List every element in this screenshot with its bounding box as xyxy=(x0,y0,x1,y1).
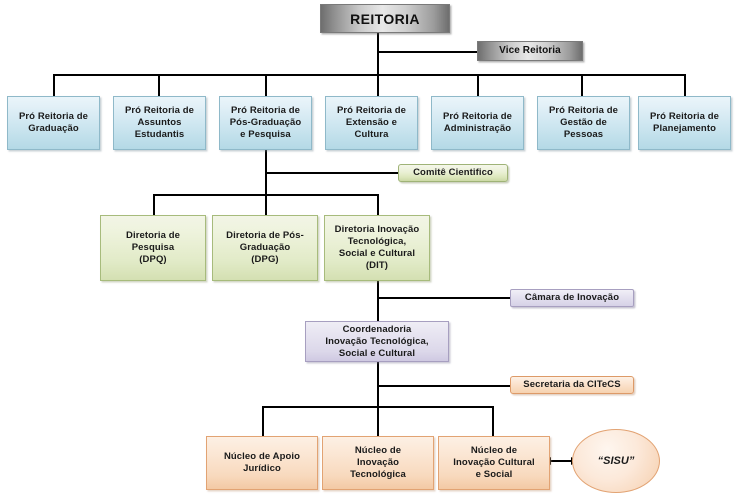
node-label-line1: Coordenadoria xyxy=(342,323,412,335)
node-nucleo-inovacao-cultural-social[interactable]: Núcleo de Inovação Cultural e Social xyxy=(438,436,550,490)
connector-pr3-to-comite xyxy=(265,172,398,174)
node-pro-reitoria-planejamento[interactable]: Pró Reitoria de Planejamento xyxy=(638,96,731,150)
connector-reitoria-stem xyxy=(377,33,379,75)
node-nucleo-inovacao-tecnologica[interactable]: Núcleo de Inovação Tecnológica xyxy=(322,436,434,490)
node-label-line2: Administração xyxy=(443,123,512,134)
node-reitoria-label: REITORIA xyxy=(350,10,420,27)
node-label-line3: e Social xyxy=(475,469,513,480)
node-coordenadoria[interactable]: Coordenadoria Inovação Tecnológica, Soci… xyxy=(305,321,449,362)
node-secretaria-citecs[interactable]: Secretaria da CITeCS xyxy=(510,376,634,394)
connector-drop-nuc1 xyxy=(262,406,264,436)
node-label-line1: Núcleo de xyxy=(354,445,402,456)
node-label-line3: Social e Cultural xyxy=(338,248,416,259)
node-label-line2: Graduação xyxy=(28,123,79,134)
node-label-line3: Social e Cultural xyxy=(338,347,416,359)
node-comite-label: Comitê Cientifico xyxy=(413,167,493,178)
connector-drop-pr3 xyxy=(265,74,267,96)
node-pro-reitoria-extensao-cultura[interactable]: Pró Reitoria de Extensão e Cultura xyxy=(325,96,418,150)
node-label-line3: (DPG) xyxy=(251,254,279,265)
node-label-line2: Planejamento xyxy=(653,123,716,134)
node-secretaria-label: Secretaria da CITeCS xyxy=(523,379,621,390)
node-label-line2: Inovação Cultural xyxy=(453,457,535,468)
node-label-line1: Pró Reitoria de xyxy=(442,111,513,122)
connector-nucleos-bus xyxy=(262,406,493,408)
node-label-line2: Assuntos xyxy=(137,117,182,128)
node-camara-label: Câmara de Inovação xyxy=(524,292,620,303)
connector-drop-pr1 xyxy=(53,74,55,96)
node-label-line1: Diretoria de Pós- xyxy=(226,230,304,241)
node-label-line1: Núcleo de Apoio xyxy=(223,451,301,462)
node-pro-reitoria-gestao-pessoas[interactable]: Pró Reitoria de Gestão de Pessoas xyxy=(537,96,630,150)
connector-drop-dpq xyxy=(153,194,155,215)
connector-drop-pr6 xyxy=(581,74,583,96)
connector-reitoria-to-vice xyxy=(377,51,477,53)
node-camara-inovacao[interactable]: Câmara de Inovação xyxy=(510,289,634,307)
node-label-line1: Núcleo de xyxy=(470,445,518,456)
node-label-line4: (DIT) xyxy=(365,260,389,271)
node-label-line3: e Pesquisa xyxy=(240,129,291,140)
node-nucleo-apoio-juridico[interactable]: Núcleo de Apoio Jurídico xyxy=(206,436,318,490)
node-sisu-label: “SISU” xyxy=(597,455,635,467)
node-label-line1: Pró Reitoria de xyxy=(124,105,195,116)
node-pro-reitoria-graduacao[interactable]: Pró Reitoria de Graduação xyxy=(7,96,100,150)
node-reitoria[interactable]: REITORIA xyxy=(320,4,450,33)
node-label-line1: Pró Reitoria de xyxy=(336,105,407,116)
connector-coord-stem xyxy=(377,362,379,436)
connector-drop-pr7 xyxy=(684,74,686,96)
node-label-line1: Pró Reitoria de xyxy=(548,105,619,116)
connector-diretorias-bus xyxy=(153,194,379,196)
node-label-line2: Inovação xyxy=(357,457,399,468)
node-label-line1: Pró Reitoria de xyxy=(18,111,89,122)
node-label-line1: Diretoria de xyxy=(126,230,180,241)
node-diretoria-inovacao-dit[interactable]: Diretoria Inovação Tecnológica, Social e… xyxy=(324,215,430,281)
node-label-line3: Cultura xyxy=(354,129,389,140)
node-pro-reitoria-administracao[interactable]: Pró Reitoria de Administração xyxy=(431,96,524,150)
connector-coord-to-secretaria xyxy=(377,385,510,387)
node-label-line2: Pesquisa xyxy=(131,242,175,253)
node-diretoria-pesquisa[interactable]: Diretoria de Pesquisa (DPQ) xyxy=(100,215,206,281)
node-label-line3: Tecnológica xyxy=(350,469,406,480)
node-label-line3: Pessoas xyxy=(563,129,604,140)
connector-drop-pr5 xyxy=(477,74,479,96)
node-pro-reitoria-assuntos-estudantis[interactable]: Pró Reitoria de Assuntos Estudantis xyxy=(113,96,206,150)
connector-dit-to-camara xyxy=(377,297,510,299)
node-label-line2: Pós-Graduação xyxy=(229,117,302,128)
node-label-line2: Extensão e xyxy=(345,117,398,128)
node-pro-reitoria-pos-graduacao-pesquisa[interactable]: Pró Reitoria de Pós-Graduação e Pesquisa xyxy=(219,96,312,150)
connector-drop-pr4 xyxy=(377,74,379,96)
node-label-line2: Jurídico xyxy=(243,463,281,474)
node-label-line3: Estudantis xyxy=(134,129,185,140)
node-sisu[interactable]: “SISU” xyxy=(572,429,660,493)
node-label-line2: Inovação Tecnológica, xyxy=(325,335,429,347)
node-label-line2: Graduação xyxy=(239,242,291,253)
connector-drop-dit xyxy=(377,194,379,215)
node-label-line3: (DPQ) xyxy=(139,254,167,265)
node-diretoria-pos-graduacao[interactable]: Diretoria de Pós- Graduação (DPG) xyxy=(212,215,318,281)
node-label-line2: Tecnológica, xyxy=(347,236,407,247)
node-comite-cientifico[interactable]: Comitê Cientifico xyxy=(398,164,508,182)
connector-drop-pr2 xyxy=(158,74,160,96)
node-vice-reitoria[interactable]: Vice Reitoria xyxy=(477,41,583,61)
connector-drop-nuc3 xyxy=(492,406,494,436)
connector-pr3-stem xyxy=(265,150,267,215)
node-vice-reitoria-label: Vice Reitoria xyxy=(499,45,561,56)
node-label-line1: Pró Reitoria de xyxy=(649,111,720,122)
connector-dit-stem xyxy=(377,281,379,321)
node-label-line2: Gestão de xyxy=(560,117,607,128)
node-label-line1: Pró Reitoria de xyxy=(230,105,301,116)
connector-pro-reitorias-bus xyxy=(53,74,685,76)
node-label-line1: Diretoria Inovação xyxy=(334,224,420,235)
